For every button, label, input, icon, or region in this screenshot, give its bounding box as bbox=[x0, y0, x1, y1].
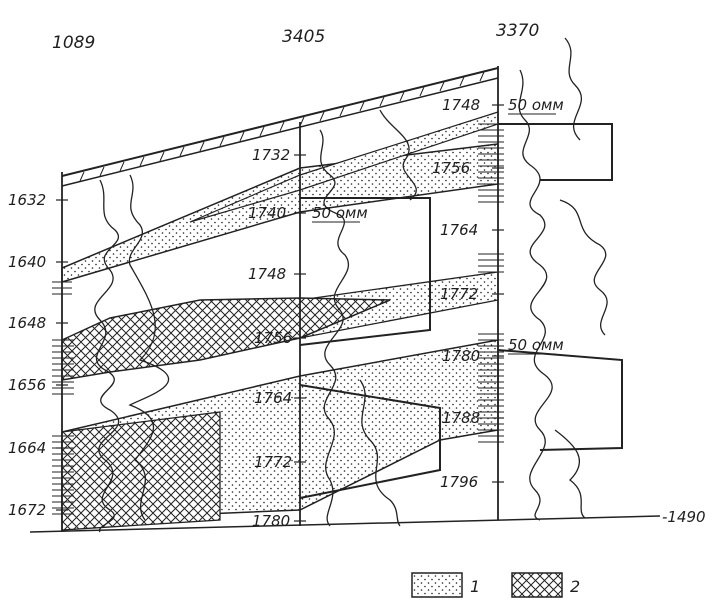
depth-labels-3405: 1732 1740 1748 1756 1764 1772 1780 bbox=[248, 146, 292, 530]
resistivity-scale-labels: 50 омм 50 омм 50 омм bbox=[312, 96, 564, 355]
scale-label-3405: 50 омм bbox=[312, 204, 368, 222]
depth-label: 1764 bbox=[440, 221, 478, 239]
legend-label-2: 2 bbox=[570, 577, 580, 596]
surface-band bbox=[61, 67, 499, 187]
log-curves-3370 bbox=[518, 37, 608, 521]
depth-label: 1672 bbox=[8, 501, 46, 519]
depth-label: 1796 bbox=[440, 473, 478, 491]
reservoir-boundaries bbox=[299, 123, 623, 499]
crosshatch-layer-upper bbox=[61, 297, 391, 381]
legend-swatch-crosshatch bbox=[511, 572, 563, 598]
depth-label: 1780 bbox=[442, 347, 480, 365]
datum-line bbox=[29, 515, 661, 533]
depth-label: 1648 bbox=[8, 314, 46, 332]
depth-label: 1764 bbox=[254, 389, 292, 407]
datum-label: -1490 bbox=[662, 508, 706, 526]
legend: 1 2 bbox=[411, 572, 580, 598]
scale-label-3370-top: 50 омм bbox=[508, 96, 564, 114]
depth-label: 1788 bbox=[442, 409, 480, 427]
depth-label: 1772 bbox=[254, 453, 292, 471]
depth-label: 1780 bbox=[252, 512, 290, 530]
legend-label-1: 1 bbox=[470, 577, 480, 596]
well-name-1089: 1089 bbox=[52, 33, 95, 53]
depth-label: 1656 bbox=[8, 376, 46, 394]
depth-labels-1089: 1632 1640 1648 1656 1664 1672 bbox=[8, 191, 46, 519]
log-curves-3405 bbox=[319, 109, 417, 527]
depth-label: 1632 bbox=[8, 191, 46, 209]
depth-ticks bbox=[56, 104, 504, 522]
depth-labels-3370: 1748 1756 1764 1772 1780 1788 1796 bbox=[432, 96, 480, 491]
perforation-arrows-1089 bbox=[52, 281, 74, 515]
perforation-arrows-3370 bbox=[478, 123, 504, 443]
log-curves-1089 bbox=[94, 174, 170, 533]
depth-label: 1664 bbox=[8, 439, 46, 457]
depth-label: 1640 bbox=[8, 253, 46, 271]
depth-label: 1748 bbox=[442, 96, 480, 114]
depth-label: 1732 bbox=[252, 146, 290, 164]
depth-label: 1756 bbox=[254, 329, 292, 347]
depth-label: 1756 bbox=[432, 159, 470, 177]
depth-label: 1772 bbox=[440, 285, 478, 303]
scale-label-3370-bottom: 50 омм bbox=[508, 336, 564, 354]
legend-swatch-dotted bbox=[411, 572, 463, 598]
well-name-3370: 3370 bbox=[496, 21, 539, 41]
depth-label: 1748 bbox=[248, 265, 286, 283]
well-name-3405: 3405 bbox=[282, 27, 325, 47]
depth-label: 1740 bbox=[248, 204, 286, 222]
